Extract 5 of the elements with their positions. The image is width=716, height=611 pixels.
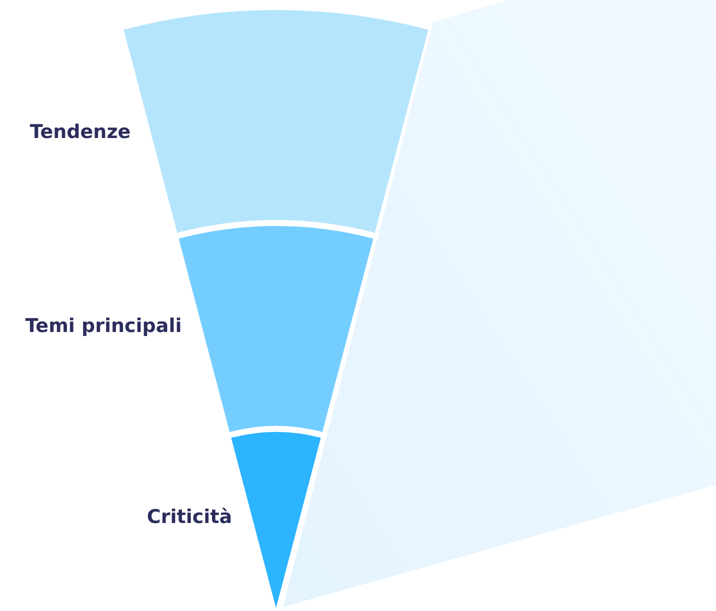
funnel-segment bbox=[178, 226, 374, 432]
segment-label: Criticità bbox=[146, 506, 232, 528]
segment-label: Tendenze bbox=[30, 121, 131, 143]
segment-label: Temi principali bbox=[25, 315, 182, 337]
funnel-segment bbox=[231, 432, 321, 608]
